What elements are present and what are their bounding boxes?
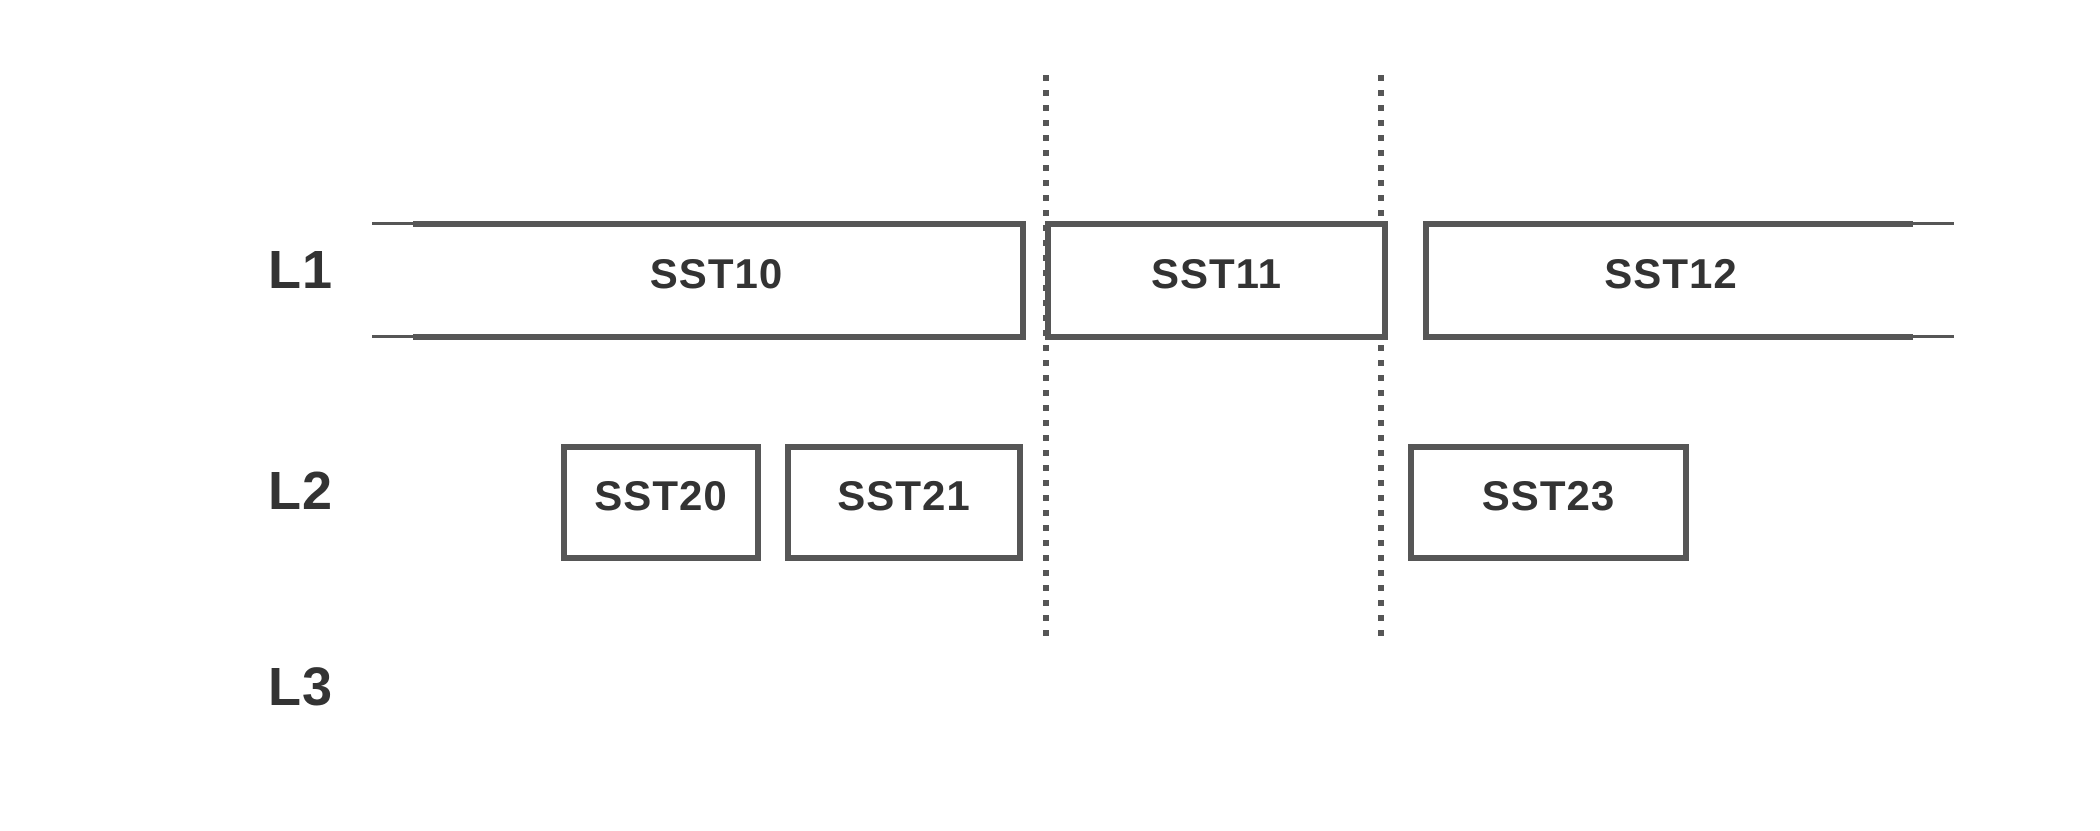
segment-box-sst20: SST20 xyxy=(561,444,761,561)
segment-label: SST20 xyxy=(594,471,728,519)
segment-label: SST10 xyxy=(649,249,784,297)
lane-label-l1: L1 xyxy=(268,240,334,300)
lane-continuation-stub-right-bottom xyxy=(1911,335,1954,338)
segment-box-sst12: SST12 xyxy=(1423,221,1913,340)
lane-continuation-stub-left-top xyxy=(372,222,416,225)
lane-label-l2: L2 xyxy=(268,461,334,521)
segment-box-sst11: SST11 xyxy=(1045,221,1388,340)
segment-box-sst23: SST23 xyxy=(1408,444,1689,561)
segment-label: SST21 xyxy=(837,471,971,519)
dotted-separator-1 xyxy=(1043,75,1049,641)
lane-continuation-stub-left-bottom xyxy=(372,335,416,338)
lane-label-l3: L3 xyxy=(268,657,334,717)
segment-box-sst21: SST21 xyxy=(785,444,1023,561)
segment-label: SST11 xyxy=(1150,249,1283,297)
lane-continuation-stub-right-top xyxy=(1911,222,1954,225)
dotted-separator-2 xyxy=(1378,75,1384,641)
segment-label: SST23 xyxy=(1481,471,1616,519)
segment-box-sst10: SST10 xyxy=(413,221,1026,340)
segment-label: SST12 xyxy=(1604,249,1738,297)
